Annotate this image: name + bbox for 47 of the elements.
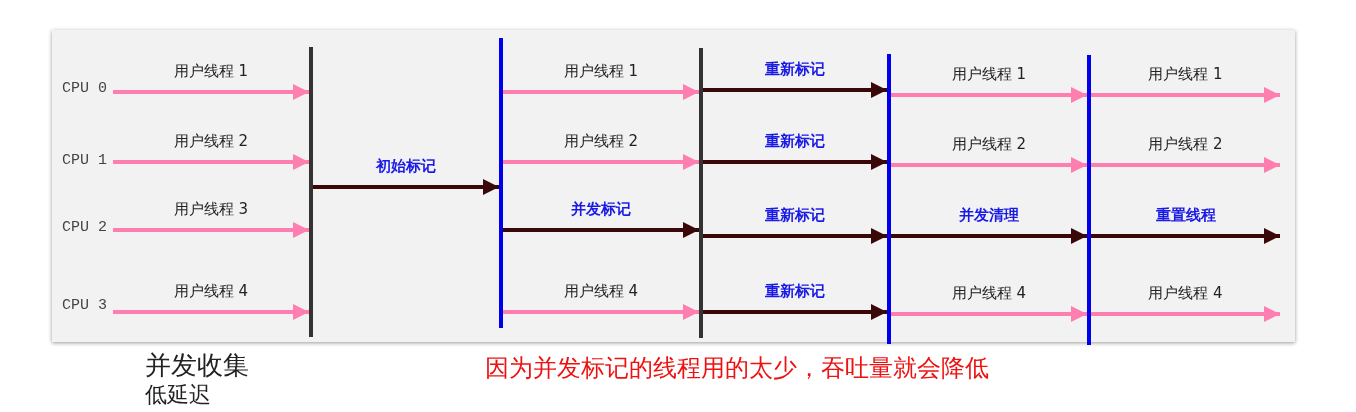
edge-label: 并发标记 [569,200,633,219]
arrow [703,228,887,244]
arrow [113,222,309,238]
cpu-label: CPU 2 [62,219,107,236]
arrow [891,306,1087,322]
cpu-label: CPU 0 [62,80,107,97]
edge-label: 并发清理 [957,206,1021,225]
arrow [503,222,699,238]
bullet-text: 低延迟 [145,381,211,409]
arrow [113,304,309,320]
edge-label: 用户线程 4 [1146,284,1225,303]
edge-label: 重新标记 [763,206,827,225]
edge-label: 用户线程 2 [1146,135,1225,154]
edge-label: 重置线程 [1153,206,1218,225]
edge-label: 重新标记 [763,282,827,301]
arrow [891,87,1087,103]
bullet-text: 并发收集 [145,349,249,382]
vertical-bar [309,47,313,337]
cpu-label: CPU 1 [62,152,107,169]
edge-label: 初始标记 [374,157,438,176]
arrow [703,82,887,98]
edge-label: 用户线程 4 [949,284,1029,303]
arrow [113,154,309,170]
arrow [891,228,1087,244]
arrow [1091,306,1280,322]
edge-label: 用户线程 4 [171,282,251,301]
arrow [891,157,1087,173]
vertical-bar [887,54,891,344]
arrow [703,154,887,170]
note-text: 因为并发标记的线程用的太少，吞吐量就会降低 [485,353,989,384]
edge-label: 重新标记 [763,60,827,79]
arrow [313,179,499,195]
arrow [703,304,887,320]
arrow [1091,228,1280,244]
arrow [503,304,699,320]
cpu-label: CPU 3 [62,297,107,314]
edge-label: 用户线程 4 [561,282,641,301]
arrow [113,84,309,100]
arrow [503,154,699,170]
vertical-bar [1087,55,1091,345]
edge-label: 重新标记 [763,132,827,151]
arrow [1091,157,1280,173]
arrow [1091,87,1280,103]
arrow [503,84,699,100]
vertical-bar [699,48,703,338]
edge-label: 用户线程 1 [1146,65,1225,84]
vertical-bar [499,38,503,328]
